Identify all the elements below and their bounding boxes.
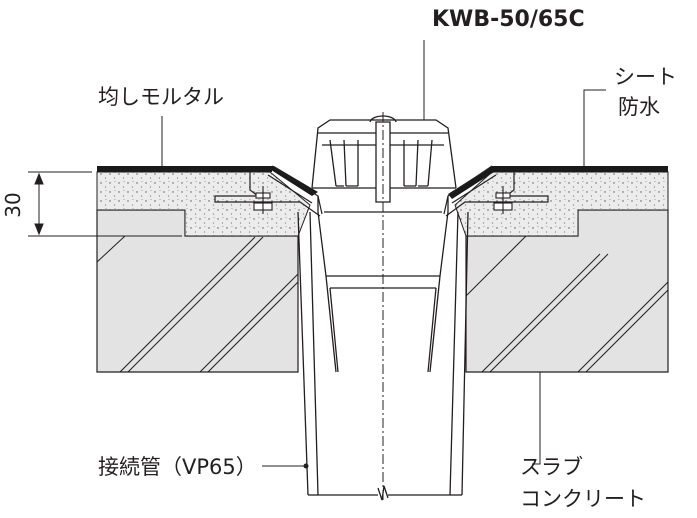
anchor-bolt-left — [253, 186, 273, 214]
slab-concrete-right — [465, 209, 669, 373]
sheet-waterproof-label-1: シート — [614, 65, 677, 89]
dome-strainer — [311, 115, 457, 203]
connecting-pipe — [297, 211, 469, 501]
leveling-mortar-label: 均しモルタル — [98, 85, 224, 109]
sheet-waterproofing — [97, 166, 668, 199]
slab-label-2: コンクリート — [520, 487, 646, 511]
dimension-value: 30 — [1, 192, 25, 217]
pipe-leader-dot — [303, 463, 309, 469]
connecting-pipe-label: 接続管（VP65） — [98, 455, 257, 479]
leveling-mortar-right — [454, 171, 669, 237]
dimension-30 — [28, 171, 182, 237]
slab-label-1: スラブ — [520, 455, 583, 479]
sheet-waterproof-label-2: 防水 — [618, 95, 660, 119]
anchor-bolt-right — [493, 186, 513, 214]
leader-lines — [161, 40, 606, 467]
model-label: KWB-50/65C — [432, 7, 585, 32]
leveling-mortar-left — [96, 171, 311, 237]
